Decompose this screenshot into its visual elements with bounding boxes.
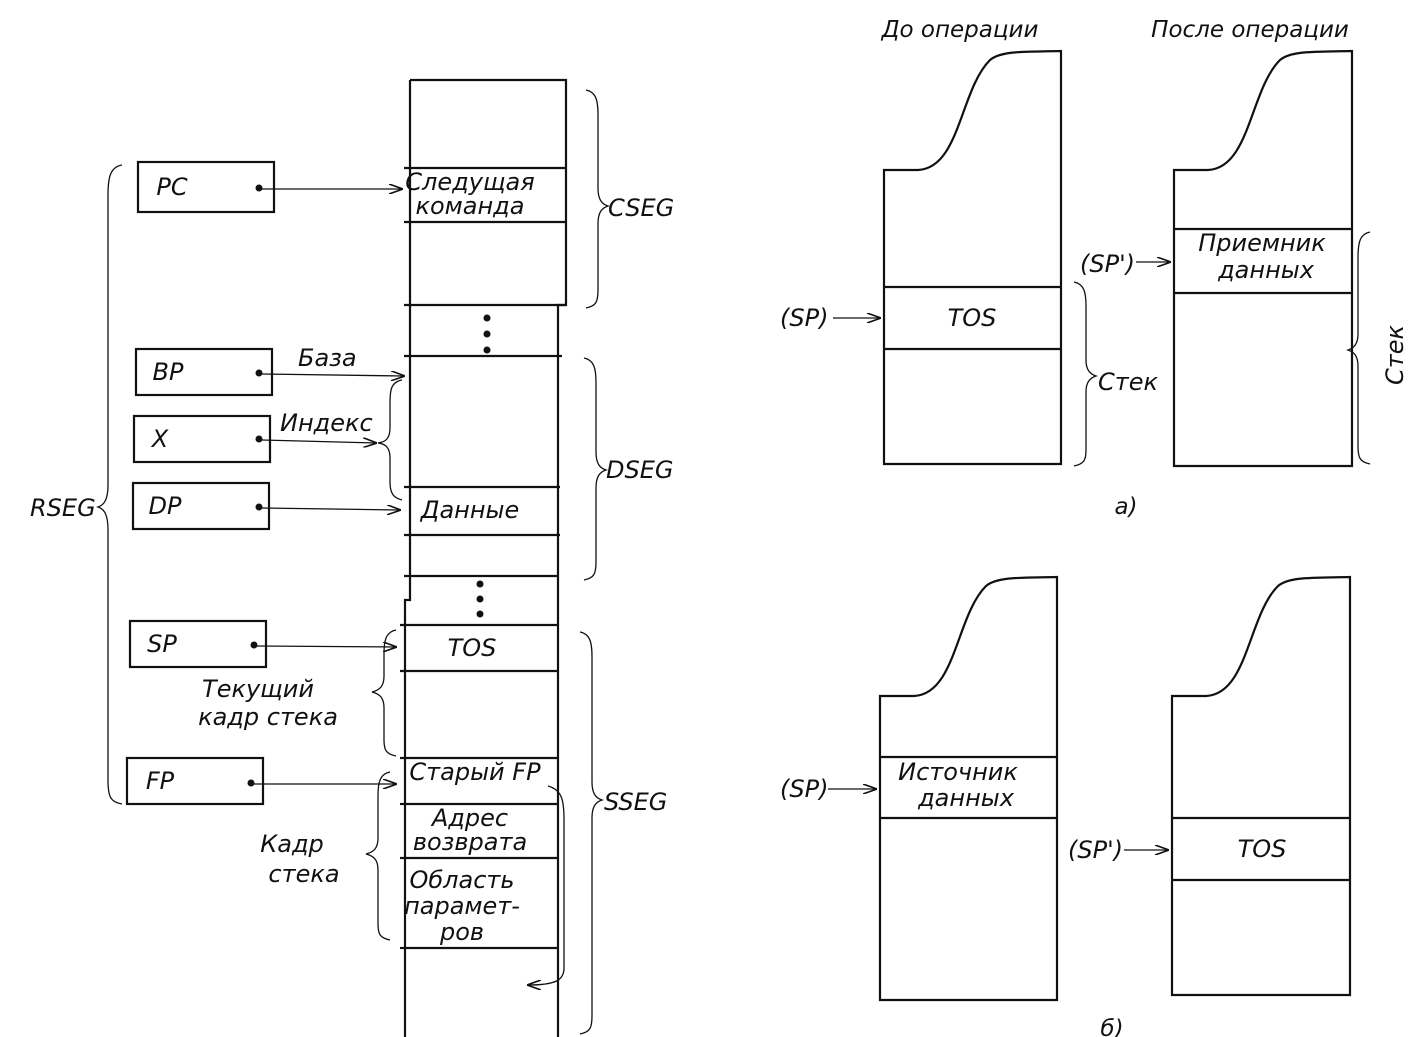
source-label-2: данных [917,784,1015,812]
param-area-label-3: ров [439,918,484,946]
sseg-label: SSEG [604,788,667,816]
register-pc: PC [136,160,276,214]
stack-b-after [1170,575,1352,997]
stack-a-right-brace [1345,231,1371,465]
current-frame-label-2: кадр стека [198,703,338,731]
return-address-label-2: возврата [413,828,527,856]
index-label: Индекс [280,409,373,437]
cseg-label: CSEG [608,194,674,222]
svg-text:BP: BP [153,358,184,386]
old-fp-label: Старый FP [409,758,541,786]
register-bp: BP [134,347,274,397]
tos-cell-label: TOS [448,634,497,662]
stack-a-tos-label: TOS [948,304,997,332]
stack-b-sp-label: (SP) [780,775,828,803]
register-fp: FP [125,756,265,806]
ellipsis-dots-upper [483,314,491,354]
cseg-brace [585,89,611,309]
caption-b: б) [1100,1016,1123,1037]
ellipsis-dots-lower [476,580,484,618]
stack-b-sp-new-label: (SP') [1068,836,1123,864]
source-label: Источник [898,758,1018,786]
data-cell-label: Данные [420,496,520,524]
bp-arrow [261,374,404,376]
after-operation-header: После операции [1151,17,1349,43]
rseg-brace [95,164,123,805]
base-index-brace [377,379,403,501]
dseg-brace [583,357,609,581]
stack-a-stack-label: Стек [1098,368,1159,396]
stack-a-sp-label: (SP) [780,304,828,332]
param-area-label-2: парамет- [404,892,520,920]
svg-text:DP: DP [149,492,182,520]
svg-text:X: X [150,425,169,453]
stack-a-before [882,49,1063,466]
return-address-label: Адрес [430,804,508,832]
frame-label: Кадр [260,830,324,858]
memory-column [400,78,568,1037]
svg-text:FP: FP [146,767,175,795]
param-area-label: Область [409,866,514,894]
x-arrow [261,440,376,443]
register-x: X [132,414,272,464]
stack-a-stack-label-right: Стек [1381,324,1409,385]
caption-a: а) [1114,494,1137,520]
stack-a-sp-new-label: (SP') [1080,250,1135,278]
svg-text:PC: PC [156,173,187,201]
stack-b-before [878,575,1059,1002]
stack-b-tos-label: TOS [1238,835,1287,863]
rseg-label: RSEG [30,494,96,522]
stack-a-left-brace [1073,281,1099,467]
dseg-label: DSEG [606,456,673,484]
stack-a-after [1172,49,1354,468]
next-instruction-label: Следущая [405,168,534,196]
next-instruction-label-2: команда [416,192,525,220]
dp-arrow [261,508,400,510]
register-dp: DP [131,481,271,531]
old-fp-link-arrow [528,785,565,985]
frame-label-2: стека [268,860,339,888]
current-frame-label: Текущий [202,675,314,703]
svg-text:SP: SP [147,630,177,658]
before-operation-header: До операции [881,17,1039,43]
base-label: База [298,344,357,372]
register-sp: SP [128,619,268,669]
sseg-brace [579,631,605,1035]
current-frame-brace [371,629,397,757]
frame-brace [365,771,391,941]
sp-arrow [256,646,396,647]
receiver-label: Приемник [1198,229,1326,257]
receiver-label-2: данных [1217,256,1315,284]
